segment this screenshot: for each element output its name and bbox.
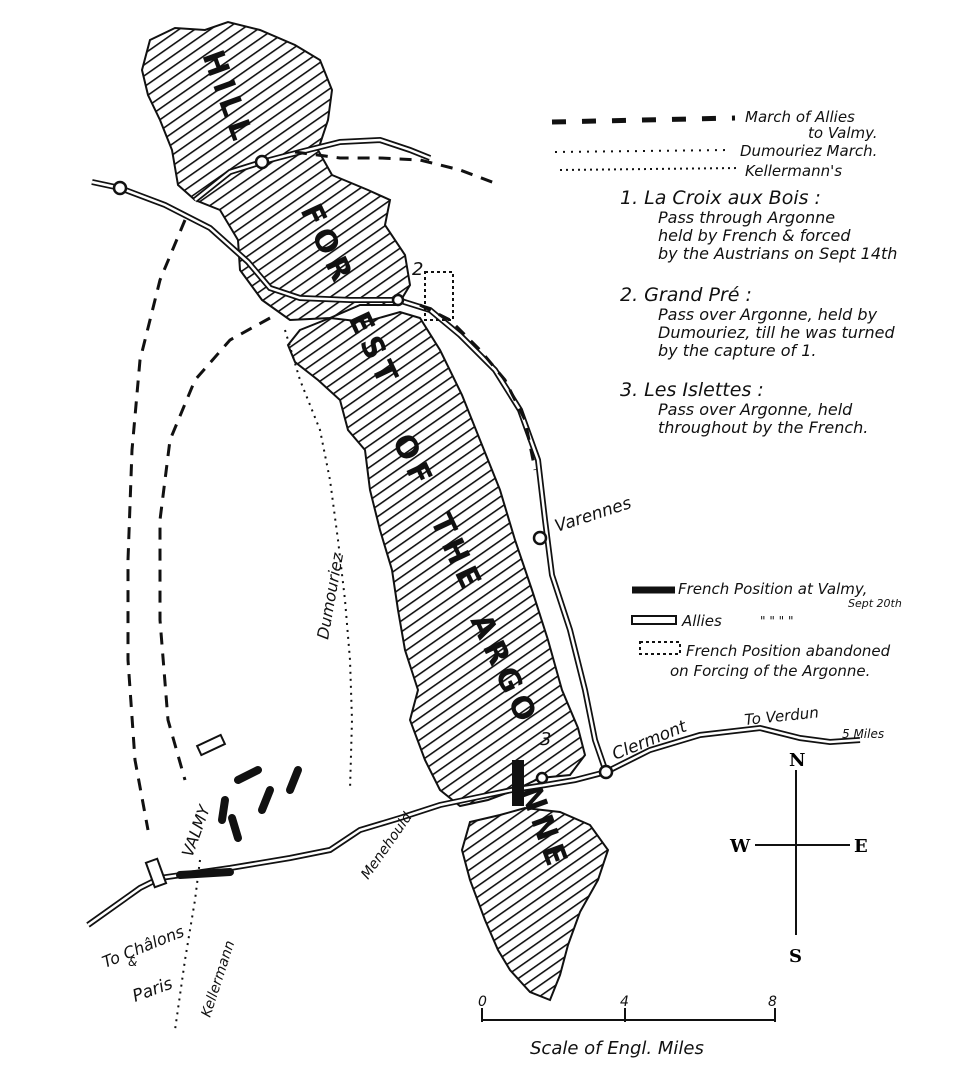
marker-3: 3: [540, 729, 551, 750]
legend-symbol-samples: [631, 586, 681, 655]
legend-dumouriez-march: Dumouriez March.: [740, 142, 878, 160]
scale-tick-4: 4: [620, 994, 629, 1010]
note-2: 2. Grand Pré : Pass over Argonne, held b…: [620, 284, 895, 361]
dumouriez-march-route: [174, 329, 354, 1031]
legend-line-samples: [551, 115, 741, 171]
scale-label: Scale of Engl. Miles: [530, 1038, 704, 1059]
legend-kellermann: Kellermann's: [745, 162, 843, 180]
compass-e: E: [854, 836, 868, 857]
legend-allies-march-2: to Valmy.: [808, 124, 878, 142]
place-paris: Paris: [130, 974, 176, 1007]
legend-abandoned-2: on Forcing of the Argonne.: [670, 662, 871, 680]
marker-2: 2: [412, 259, 423, 280]
legend-allies-ditto: " " " ": [760, 614, 794, 628]
scale-tick-0: 0: [478, 994, 487, 1010]
legend-french-valmy: French Position at Valmy,: [678, 580, 868, 598]
compass-rose: [755, 770, 850, 935]
place-chalons: To Châlons: [99, 922, 186, 972]
place-valmy: VALMY: [178, 802, 215, 860]
town-markers: [112, 154, 614, 785]
place-verdun: To Verdun: [744, 703, 820, 729]
legend-allies: Allies: [682, 612, 722, 630]
place-varennes: Varennes: [552, 493, 634, 537]
scale-tick-8: 8: [768, 994, 777, 1010]
route-dumouriez-label: Dumouriez: [313, 551, 347, 641]
allies-march-route: [126, 150, 537, 831]
compass-n: N: [789, 750, 805, 771]
allies-positions: [144, 733, 227, 889]
roads: [86, 136, 861, 928]
note-1: 1. La Croix aux Bois : Pass through Argo…: [620, 187, 898, 264]
note-3: 3. Les Islettes : Pass over Argonne, hel…: [620, 379, 869, 438]
place-chalons-amp: &: [128, 955, 137, 969]
forest-south-area: [460, 806, 610, 1002]
french-valmy-positions: [176, 766, 302, 879]
legend-allies-march: March of Allies: [745, 108, 855, 126]
forest-north-area: [140, 20, 412, 322]
compass-s: S: [789, 946, 802, 967]
place-verdun-miles: 5 Miles: [842, 727, 884, 741]
compass-w: W: [729, 836, 751, 857]
legend-french-valmy-date: Sept 20th: [848, 597, 902, 610]
legend-abandoned: French Position abandoned: [686, 642, 891, 660]
route-kellermann-label: Kellermann: [199, 939, 239, 1019]
les-islettes-position: [512, 760, 524, 806]
scale-bar: [481, 1008, 776, 1022]
grand-pre-abandoned-position: [424, 271, 454, 321]
